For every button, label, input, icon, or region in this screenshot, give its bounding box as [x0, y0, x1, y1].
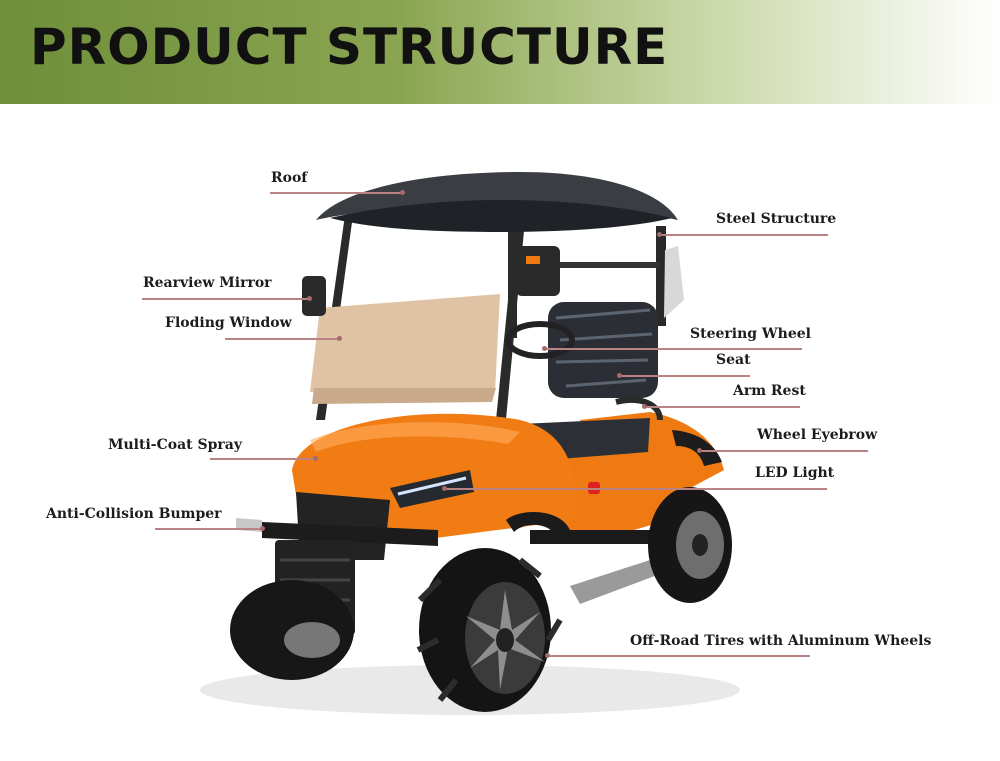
floding-window-leader — [225, 338, 340, 340]
arm-rest-leader — [645, 406, 800, 408]
label-floding-window: Floding Window — [165, 315, 292, 331]
floding-window-dot — [337, 336, 342, 341]
rearview-mirror-leader — [142, 298, 310, 300]
steel-structure-dot — [657, 232, 662, 237]
multi-coat-spray-dot — [313, 456, 318, 461]
seat-dot — [617, 373, 622, 378]
rearview-mirror-dot — [307, 296, 312, 301]
seat-leader — [620, 375, 750, 377]
header-banner: PRODUCT STRUCTURE — [0, 0, 1000, 104]
off-road-tires-leader — [548, 655, 810, 657]
label-seat: Seat — [716, 352, 751, 368]
label-multi-coat-spray: Multi-Coat Spray — [108, 437, 242, 453]
label-wheel-eyebrow: Wheel Eyebrow — [757, 427, 878, 443]
steel-structure-leader — [660, 234, 828, 236]
label-arm-rest: Arm Rest — [733, 383, 806, 399]
roof-leader — [270, 192, 402, 194]
wheel-eyebrow-dot — [697, 448, 702, 453]
label-rearview-mirror: Rearview Mirror — [143, 275, 272, 291]
arm-rest-dot — [642, 404, 647, 409]
anti-collision-bumper-leader — [155, 528, 263, 530]
label-led-light: LED Light — [755, 465, 835, 481]
led-light-leader — [445, 488, 827, 490]
multi-coat-spray-leader — [210, 458, 316, 460]
steering-wheel-leader — [545, 348, 802, 350]
roof-dot — [400, 190, 405, 195]
anti-collision-bumper-dot — [260, 526, 265, 531]
off-road-tires-dot — [545, 653, 550, 658]
wheel-eyebrow-leader — [700, 450, 868, 452]
label-steering-wheel: Steering Wheel — [690, 326, 811, 342]
label-steel-structure: Steel Structure — [716, 211, 837, 227]
label-off-road-tires: Off-Road Tires with Aluminum Wheels — [630, 633, 932, 649]
led-light-dot — [442, 486, 447, 491]
label-roof: Roof — [271, 170, 308, 186]
label-anti-collision-bumper: Anti-Collision Bumper — [46, 506, 222, 522]
page-title: PRODUCT STRUCTURE — [30, 18, 669, 76]
steering-wheel-dot — [542, 346, 547, 351]
